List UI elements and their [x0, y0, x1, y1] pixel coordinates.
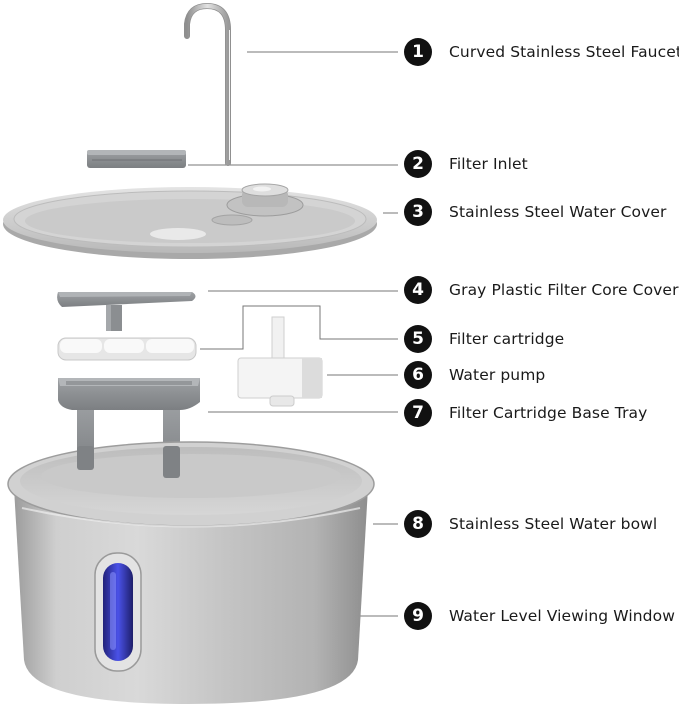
callout-label: Water Level Viewing Window [449, 607, 675, 625]
number-badge: 4 [404, 276, 432, 304]
number-badge: 5 [404, 325, 432, 353]
water-cover-part [3, 183, 377, 259]
callout-label: Curved Stainless Steel Faucet [449, 43, 679, 61]
water-pump-part [237, 316, 323, 407]
viewing-window-part [94, 552, 142, 672]
faucet-part [184, 2, 231, 166]
callout-4: 4 Gray Plastic Filter Core Cover [404, 275, 679, 305]
leader-line-5 [200, 305, 398, 350]
filter-cartridge-part [57, 337, 197, 361]
number-badge: 2 [404, 150, 432, 178]
filter-inlet-part [87, 150, 186, 168]
number-badge: 3 [404, 198, 432, 226]
callout-1: 1 Curved Stainless Steel Faucet [404, 37, 679, 67]
callout-label: Water pump [449, 366, 546, 384]
callout-9: 9 Water Level Viewing Window [404, 601, 675, 631]
number-badge: 7 [404, 399, 432, 427]
callout-label: Filter Cartridge Base Tray [449, 404, 648, 422]
callout-7: 7 Filter Cartridge Base Tray [404, 398, 647, 428]
callout-label: Stainless Steel Water Cover [449, 203, 667, 221]
callout-label: Filter cartridge [449, 330, 565, 348]
callout-label: Gray Plastic Filter Core Cover [449, 281, 679, 299]
water-bowl-part [7, 441, 375, 704]
number-badge: 9 [404, 602, 432, 630]
callout-5: 5 Filter cartridge [404, 324, 564, 354]
callout-label: Stainless Steel Water bowl [449, 515, 658, 533]
callout-2: 2 Filter Inlet [404, 149, 528, 179]
number-badge: 8 [404, 510, 432, 538]
number-badge: 1 [404, 38, 432, 66]
callout-3: 3 Stainless Steel Water Cover [404, 197, 667, 227]
callout-8: 8 Stainless Steel Water bowl [404, 509, 657, 539]
callout-6: 6 Water pump [404, 360, 545, 390]
callout-label: Filter Inlet [449, 155, 528, 173]
filter-core-cover-part [57, 292, 196, 331]
number-badge: 6 [404, 361, 432, 389]
